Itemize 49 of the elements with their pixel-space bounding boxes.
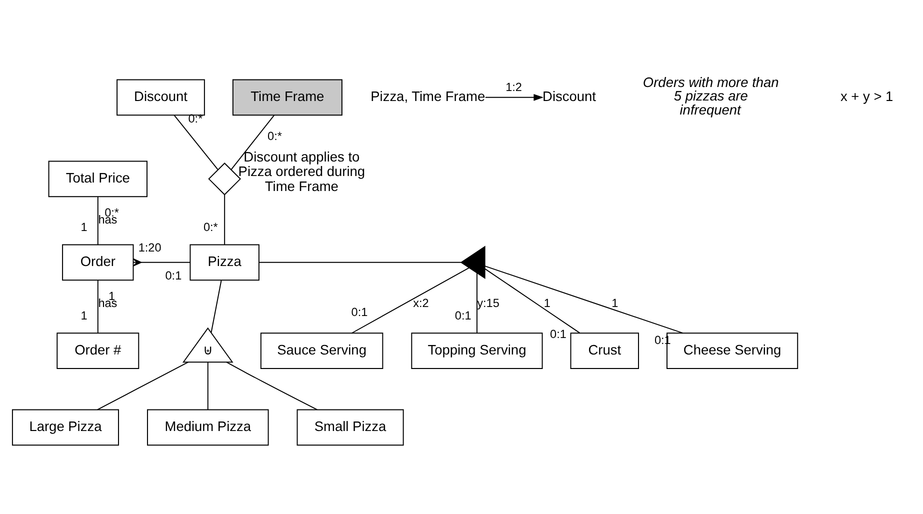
label: 1 — [612, 296, 618, 310]
label: 0:1 — [550, 328, 566, 341]
edge-label: 1:2 — [506, 80, 522, 94]
node-diamond — [208, 162, 241, 195]
node-text: Discount — [542, 88, 596, 104]
label: x + y > 1 — [840, 88, 894, 104]
connector — [226, 361, 318, 410]
node-triangle — [460, 245, 486, 279]
connector — [96, 361, 189, 410]
node-box: Topping Serving — [411, 332, 543, 368]
connector — [207, 361, 208, 410]
node-box: Sauce Serving — [260, 332, 384, 368]
connector — [174, 114, 218, 170]
label: 1 — [544, 296, 550, 310]
node-box: Order — [62, 244, 134, 280]
edge-label: has — [98, 296, 118, 310]
label: 0:1 — [165, 268, 182, 282]
connector — [97, 196, 98, 245]
connector — [258, 261, 462, 262]
label: 1 — [80, 309, 88, 322]
connector — [210, 279, 222, 332]
node-box: Large Pizza — [12, 408, 119, 446]
node-box: Order # — [56, 332, 140, 368]
connector — [97, 279, 98, 334]
node-text: Pizza, Time Frame — [370, 88, 486, 104]
label: x:2 — [413, 296, 429, 310]
node-box: Total Price — [48, 160, 148, 197]
connector — [476, 272, 478, 334]
node-box: Time Frame — [232, 78, 342, 116]
label: Orders with more than 5 pizzas are infrequent — [642, 74, 779, 117]
node-label: Discount applies to Pizza ordered during Time Frame — [238, 148, 366, 194]
connector — [351, 266, 470, 334]
connector — [224, 194, 226, 245]
node-box: Crust — [570, 332, 639, 368]
connector — [132, 258, 190, 266]
label: 1 — [80, 220, 88, 234]
label: 1:20 — [138, 241, 162, 254]
connector — [230, 114, 275, 170]
node-box: Small Pizza — [296, 408, 404, 446]
label: 0:1 — [454, 309, 472, 322]
label: 0:* — [203, 220, 218, 234]
node-box: Pizza — [190, 244, 260, 280]
node-box: Discount — [116, 78, 205, 116]
label: 0:1 — [351, 305, 368, 318]
node-box: Medium Pizza — [147, 408, 269, 446]
connector — [484, 268, 580, 333]
connector — [484, 265, 684, 334]
arrow — [484, 93, 544, 100]
label: 0:* — [268, 129, 282, 142]
